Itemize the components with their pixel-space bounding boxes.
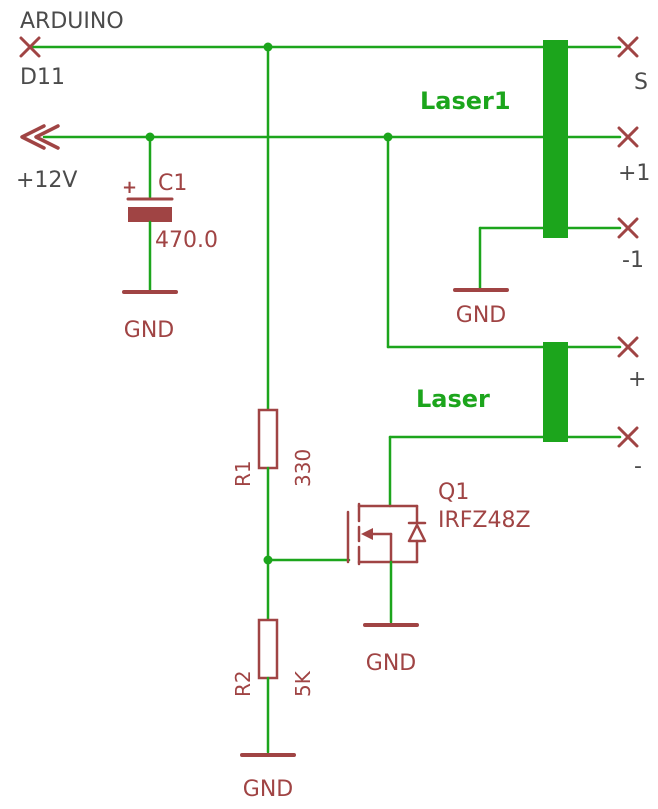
gnd-label-laser1: GND <box>456 303 506 328</box>
q1-diode-triangle-icon <box>407 523 427 543</box>
pin-cross-minus-icon <box>617 426 639 448</box>
pin-cross-stroke <box>617 126 639 148</box>
chevron-stroke <box>34 124 60 150</box>
pin-cross-stroke <box>19 36 41 58</box>
laser-connector-body <box>543 342 568 442</box>
connector-laser1: Laser1 S +1 -1 GND <box>420 36 650 328</box>
pin-label-minus1: -1 <box>622 248 644 273</box>
pin-label-plus: + <box>628 367 646 392</box>
pin-label-s: S <box>634 70 648 95</box>
r2-body <box>257 618 279 680</box>
q1-name: Q1 <box>438 480 469 505</box>
q1-value: IRFZ48Z <box>438 508 531 533</box>
laser1-connector-body <box>543 40 568 238</box>
label-d11: D11 <box>20 65 65 90</box>
pin-cross-minus1-icon <box>617 217 639 239</box>
gnd-label-q1: GND <box>366 651 416 676</box>
pin-cross-s-icon <box>617 36 639 58</box>
pin-label-minus: - <box>634 454 642 479</box>
label-laser: Laser <box>416 385 490 413</box>
gnd-label-c1: GND <box>124 318 174 343</box>
c1-name: C1 <box>158 171 187 196</box>
c1-polarity-mark: + <box>122 177 137 198</box>
mosfet-q1: Q1 IRFZ48Z GND <box>346 435 531 676</box>
pin-cross-plus1-icon <box>617 126 639 148</box>
pin-cross-plus-icon <box>617 336 639 358</box>
offpage-arrow-icon <box>20 124 60 150</box>
r1-name: R1 <box>231 460 255 487</box>
q1-body-arrow-icon <box>361 528 373 540</box>
pin-cross-stroke <box>617 336 639 358</box>
r1-body <box>257 408 279 470</box>
label-12v: +12V <box>16 168 77 193</box>
gnd-label-r2: GND <box>243 777 293 802</box>
pin-cross-d11-icon <box>19 36 41 58</box>
chevron-stroke <box>20 124 46 150</box>
pin-label-plus1: +1 <box>618 161 650 186</box>
resistor-r2: R2 5K GND <box>231 558 315 802</box>
arduino-title: ARDUINO <box>20 9 124 34</box>
pin-cross-stroke <box>617 36 639 58</box>
gate-node <box>263 555 351 565</box>
c1-value: 470.0 <box>155 228 218 253</box>
label-laser1: Laser1 <box>420 87 511 115</box>
r2-value: 5K <box>291 670 315 697</box>
rail-d11: ARDUINO D11 <box>19 9 622 90</box>
r1-value: 330 <box>291 449 315 487</box>
r2-name: R2 <box>231 670 255 697</box>
rail-12v: +12V <box>16 124 622 193</box>
connector-laser: Laser + - <box>386 135 646 479</box>
pin-cross-stroke <box>617 217 639 239</box>
capacitor-c1: + C1 470.0 GND <box>122 135 218 343</box>
c1-bottom-plate <box>128 207 172 222</box>
pin-cross-stroke <box>617 426 639 448</box>
resistor-r1: R1 330 <box>231 45 315 562</box>
